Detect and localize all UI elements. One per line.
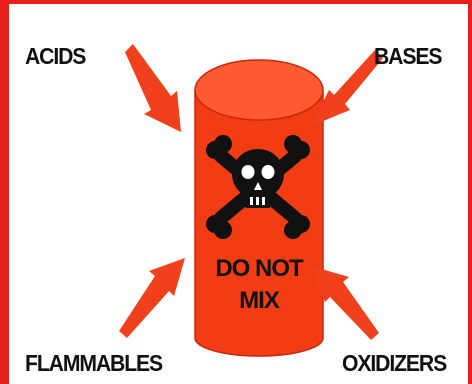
- drum-text-line2: MIX: [239, 287, 280, 314]
- arrow-top-left: [125, 44, 181, 132]
- arrow-bottom-left: [119, 258, 185, 338]
- drum-text-line1: DO NOT: [215, 255, 304, 282]
- label-flammables: FLAMMABLES: [25, 350, 163, 376]
- label-oxidizers: OXIDIZERS: [342, 350, 447, 376]
- drum-top: [194, 59, 324, 121]
- skull-crossbones-icon: [206, 135, 310, 239]
- arrow-bottom-right: [311, 266, 379, 340]
- arrow-top-right: [311, 50, 383, 126]
- label-bases: BASES: [374, 43, 442, 69]
- diagram-artwork: DO NOT MIX: [119, 44, 383, 357]
- label-acids: ACIDS: [25, 43, 86, 69]
